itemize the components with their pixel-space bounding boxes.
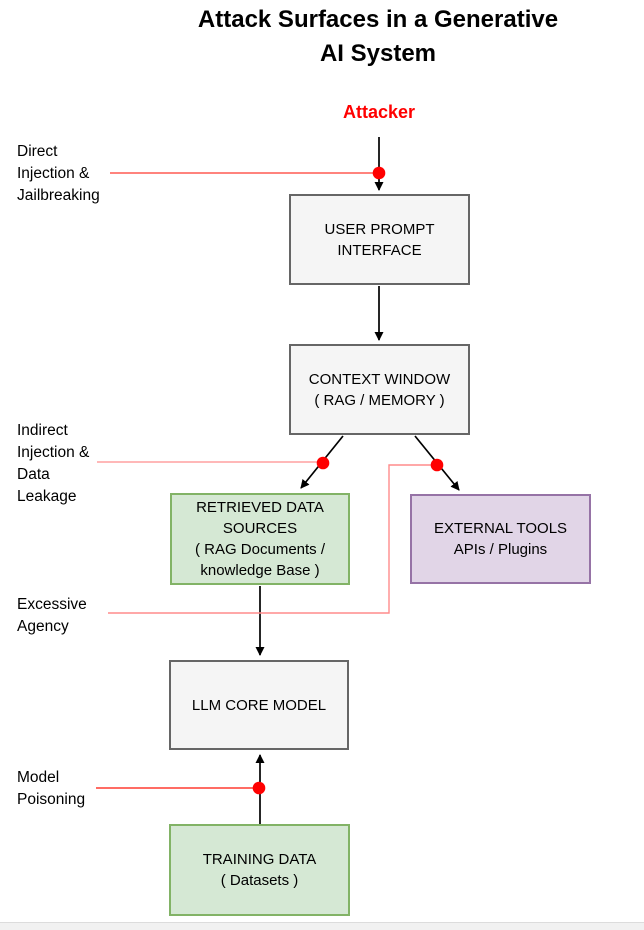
node-context-window: CONTEXT WINDOW ( RAG / MEMORY ) (289, 344, 470, 435)
node-user-prompt-interface-label: USER PROMPT INTERFACE (324, 220, 435, 259)
page-title: Attack Surfaces in a Generative AI Syste… (197, 6, 559, 67)
threat-label-model-poisoning: Model Poisoning (17, 769, 86, 808)
node-training-data: TRAINING DATA ( Datasets ) (169, 824, 350, 916)
node-retrieved-data-sources-label: RETRIEVED DATA SOURCES ( RAG Documents /… (194, 499, 326, 579)
horizontal-scrollbar-track[interactable] (0, 922, 644, 930)
node-context-window-label: CONTEXT WINDOW ( RAG / MEMORY ) (308, 370, 451, 409)
threat-label-excessive-agency: Excessive Agency (17, 596, 87, 635)
attack-dot-excessive-agency (430, 458, 444, 472)
node-external-tools: EXTERNAL TOOLS APIs / Plugins (410, 494, 591, 584)
node-retrieved-data-sources: RETRIEVED DATA SOURCES ( RAG Documents /… (170, 493, 350, 585)
threat-label-indirect-injection: Indirect Injection & Data Leakage (17, 422, 90, 505)
arrow-context-window-to-retrieved-data (300, 435, 344, 489)
attacker-label: Attacker (342, 102, 416, 122)
threat-label-direct-injection: Direct Injection & Jailbreaking (17, 143, 100, 204)
node-external-tools-label: EXTERNAL TOOLS APIs / Plugins (433, 520, 568, 558)
arrow-context-window-to-external-tools (414, 435, 460, 491)
node-llm-core-model-label: LLM CORE MODEL (191, 696, 327, 714)
attack-dot-model-poisoning (252, 781, 266, 795)
node-user-prompt-interface: USER PROMPT INTERFACE (289, 194, 470, 285)
attack-dot-direct-injection (372, 166, 386, 180)
attack-dot-indirect-injection (316, 456, 330, 470)
node-llm-core-model: LLM CORE MODEL (169, 660, 349, 750)
node-training-data-label: TRAINING DATA ( Datasets ) (202, 851, 317, 889)
